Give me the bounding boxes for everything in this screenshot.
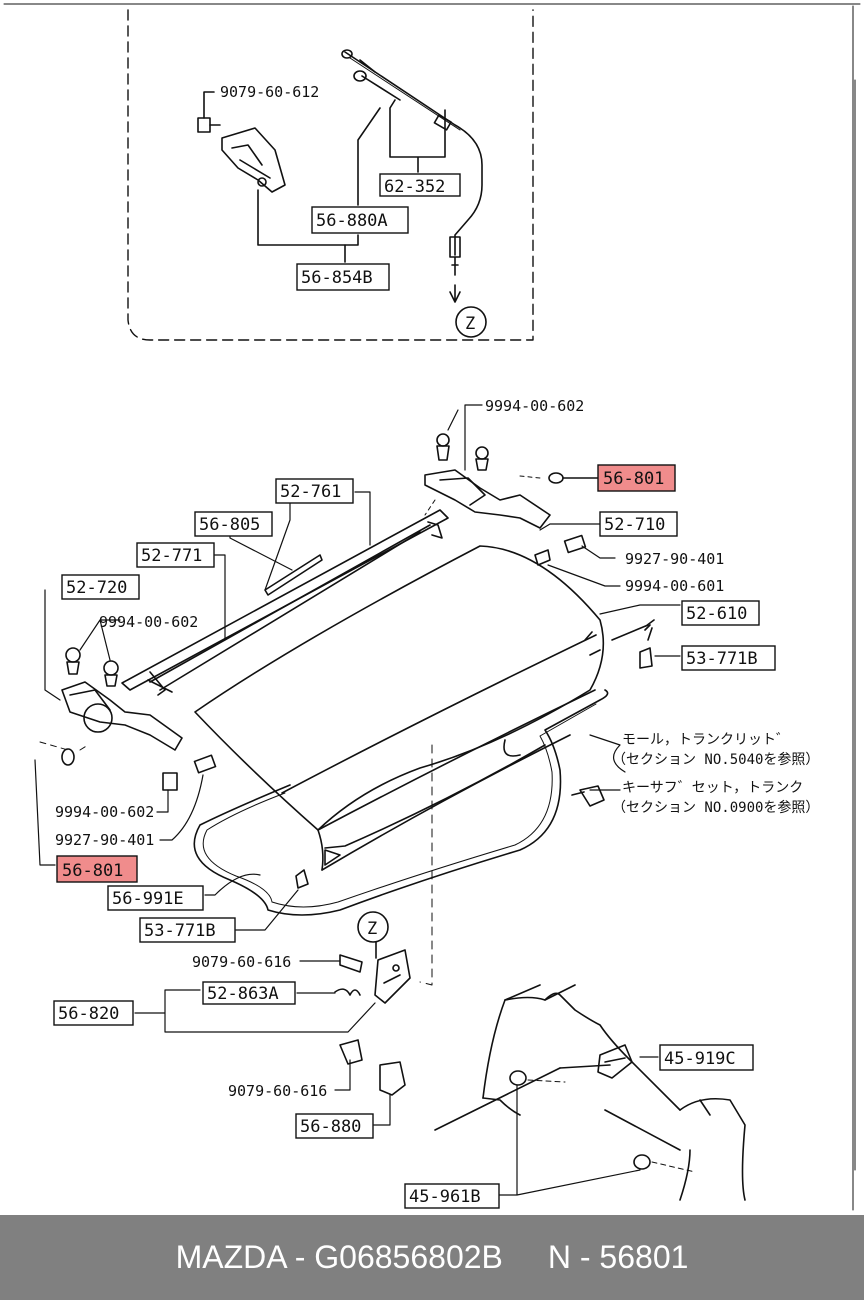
label-56-820: 56-820 [58, 1004, 119, 1024]
weatherstrip [193, 689, 609, 916]
footer-bar: MAZDA - G06856802B N - 56801 [0, 1215, 864, 1300]
label-9994-00-602-top: 9994-00-602 [485, 397, 584, 415]
footer-ref-number: N - 56801 [547, 1239, 689, 1275]
highlight-56-801-left [56, 855, 138, 883]
label-52-863A: 52-863A [207, 984, 279, 1004]
label-56-801-left: 56-801 [62, 861, 123, 881]
label-z-top: Z [465, 314, 475, 334]
label-9079-60-616-b: 9079-60-616 [228, 1082, 327, 1100]
label-jp-keyset: キーサフ゛セット，トランク [622, 780, 803, 796]
trunk-lid [194, 545, 605, 871]
release-cable [341, 49, 487, 338]
trunk-lock [334, 739, 605, 1096]
label-52-761: 52-761 [280, 482, 341, 502]
label-jp-section-0900: （セクション NO.0900を参照） [612, 799, 819, 816]
torsion-bars [121, 509, 449, 696]
label-56-880: 56-880 [300, 1117, 361, 1137]
label-52-771: 52-771 [141, 546, 202, 566]
label-52-610: 52-610 [686, 604, 747, 624]
label-9079-60-612: 9079-60-612 [220, 83, 319, 101]
label-56-991E: 56-991E [112, 889, 184, 909]
highlight-56-801-right [597, 464, 676, 492]
label-9927-90-401-right: 9927-90-401 [625, 550, 724, 568]
label-jp-section-5040: （セクション NO.5040を参照） [612, 751, 819, 768]
footer-part-number: MAZDA - G06856802B [175, 1239, 503, 1275]
parts-diagram: 9079-60-612 62-352 56-880A 56-854B Z 999… [3, 3, 861, 1211]
body-panel [434, 984, 746, 1201]
label-9079-60-616-a: 9079-60-616 [192, 953, 291, 971]
label-52-710: 52-710 [604, 515, 665, 535]
label-45-919C: 45-919C [664, 1049, 736, 1069]
label-9994-00-602-low: 9994-00-602 [55, 803, 154, 821]
inset-box [127, 9, 534, 341]
label-53-771B-left: 53-771B [144, 921, 216, 941]
label-9927-90-401-low: 9927-90-401 [55, 831, 154, 849]
label-9994-00-601: 9994-00-601 [625, 577, 724, 595]
label-52-720: 52-720 [66, 578, 127, 598]
label-9994-00-602-left: 9994-00-602 [99, 613, 198, 631]
stopper-left [295, 869, 309, 889]
label-56-801-right: 56-801 [603, 469, 664, 489]
label-56-854B: 56-854B [301, 268, 373, 288]
callouts: 9079-60-612 62-352 56-880A 56-854B Z 999… [53, 83, 819, 1209]
stopper-right [639, 624, 653, 669]
release-bracket [197, 91, 286, 193]
label-56-880A: 56-880A [316, 211, 388, 231]
label-56-805: 56-805 [199, 515, 260, 535]
left-hinge [39, 647, 217, 791]
label-45-961B: 45-961B [409, 1187, 481, 1207]
label-jp-mould: モール，トランクリット゛ [622, 732, 790, 748]
leader-lines [34, 404, 681, 1196]
right-hinge [424, 433, 601, 566]
label-62-352: 62-352 [384, 177, 445, 197]
label-z-lock: Z [367, 919, 377, 939]
label-53-771B-right: 53-771B [686, 649, 758, 669]
